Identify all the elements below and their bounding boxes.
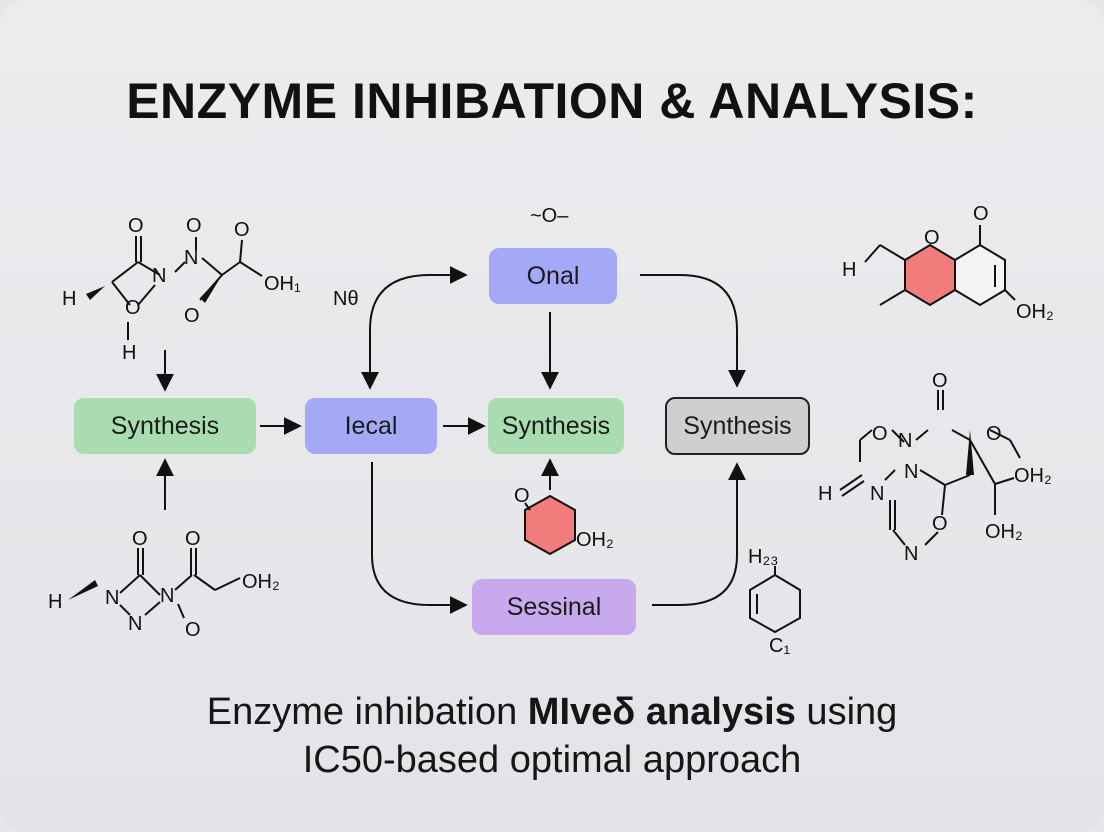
- svg-text:O: O: [234, 219, 250, 241]
- arrow-iecal-onal: [361, 266, 468, 390]
- figure-caption: Enzyme inhibation MIveδ analysis using I…: [0, 688, 1104, 784]
- svg-text:O: O: [932, 513, 948, 535]
- svg-text:H: H: [842, 259, 856, 281]
- node-synthesis-middle: Synthesis: [488, 398, 624, 454]
- svg-text:OH₂: OH₂: [985, 521, 1023, 543]
- svg-text:C₁: C₁: [769, 635, 790, 657]
- svg-text:H₂₃: H₂₃: [748, 546, 778, 568]
- figure-title: ENZYME INHIBATION & ANALYSIS:: [126, 73, 978, 129]
- molecule-bottom-right: O O N O N H N OH₂ OH₂ O N: [818, 370, 1052, 565]
- svg-text:O: O: [128, 215, 144, 237]
- flow-arrows: [156, 266, 746, 614]
- arrow-iecal-to-sessinal: [371, 462, 468, 614]
- svg-text:OH₂: OH₂: [1016, 301, 1054, 323]
- svg-text:N: N: [105, 587, 119, 609]
- molecule-top-right: H O O OH₂: [842, 203, 1054, 323]
- svg-text:N: N: [152, 265, 166, 287]
- svg-text:O: O: [514, 485, 530, 507]
- svg-text:O: O: [184, 305, 200, 327]
- node-synthesis-right: Synthesis: [665, 397, 810, 455]
- node-onal: Onal: [489, 248, 617, 304]
- node-sessinal: Sessinal: [472, 579, 636, 635]
- svg-text:O: O: [186, 215, 202, 237]
- molecule-bottom-left: O O H N N N O OH₂: [48, 528, 280, 641]
- no-label: Nθ: [333, 288, 359, 310]
- svg-text:O: O: [872, 423, 888, 445]
- svg-text:OH₂: OH₂: [1014, 465, 1052, 487]
- svg-text:H: H: [48, 591, 62, 613]
- arrow-sessinal-to-synthesis-right: [652, 462, 746, 606]
- svg-text:O: O: [132, 528, 148, 550]
- svg-text:N: N: [904, 461, 918, 483]
- molecule-top-left: O N O O N O OH₁ H O H: [62, 215, 301, 364]
- svg-text:O: O: [986, 423, 1002, 445]
- svg-text:N: N: [184, 247, 198, 269]
- svg-text:O: O: [932, 370, 948, 392]
- top-formula-label: ~O–: [530, 205, 569, 227]
- svg-text:N: N: [160, 585, 174, 607]
- svg-text:N: N: [870, 483, 884, 505]
- svg-text:O: O: [185, 619, 201, 641]
- svg-text:H: H: [122, 342, 136, 364]
- molecule-benzene-small: H₂₃ C₁: [748, 546, 801, 657]
- arrow-onal-to-synthesis-right: [640, 274, 746, 388]
- svg-text:H: H: [818, 483, 832, 505]
- svg-text:N: N: [898, 430, 912, 452]
- caption-line-1: Enzyme inhibation MIveδ analysis using: [206, 691, 898, 733]
- node-iecal: Iecal: [305, 398, 437, 454]
- svg-text:N: N: [128, 613, 142, 635]
- caption-line-2: IC50-based optimal approach: [302, 739, 802, 781]
- svg-text:O: O: [185, 528, 201, 550]
- svg-text:OH₁: OH₁: [264, 273, 301, 295]
- molecule-red-ring-center: O OH₂: [514, 485, 614, 556]
- svg-text:O: O: [973, 203, 989, 225]
- svg-text:N: N: [904, 543, 918, 565]
- svg-text:OH₂: OH₂: [242, 571, 280, 593]
- svg-text:O: O: [125, 297, 141, 319]
- node-synthesis-left: Synthesis: [74, 398, 256, 454]
- svg-text:H: H: [62, 288, 76, 310]
- svg-text:O: O: [924, 227, 940, 249]
- svg-text:OH₂: OH₂: [576, 529, 614, 551]
